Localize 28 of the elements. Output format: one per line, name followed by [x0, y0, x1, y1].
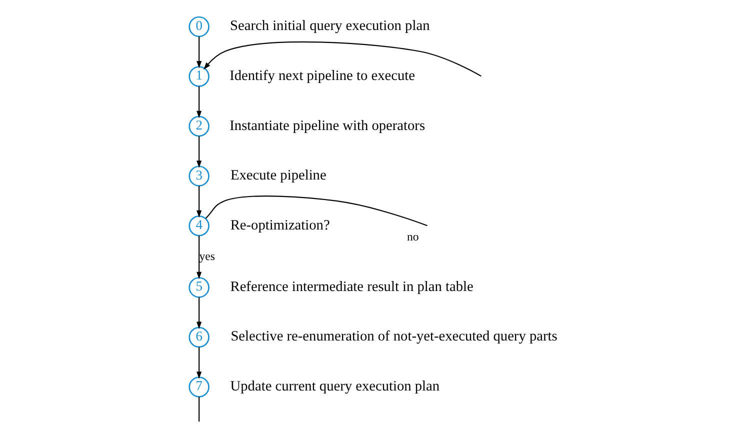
arrow	[196, 297, 202, 330]
arrow	[203, 41, 481, 77]
node-label: Selective re-enumeration of not-yet-executed query parts	[230, 328, 557, 345]
arrow	[196, 236, 202, 280]
arrow	[196, 347, 202, 379]
node-label: Execute pipeline	[230, 168, 326, 184]
node-circle: 6	[188, 326, 209, 348]
arrow	[196, 136, 202, 168]
node-circle: 1	[188, 66, 209, 87]
node-label: Instantiate pipeline with operators	[229, 118, 425, 134]
node-circle: 0	[188, 16, 209, 38]
node-circle: 3	[188, 166, 209, 186]
node-circle: 4	[188, 215, 209, 236]
edge-label: yes	[198, 248, 214, 263]
arrow	[196, 86, 202, 118]
node-label: Identify next pipeline to execute	[229, 68, 414, 84]
node-label: Re-optimization?	[230, 217, 330, 234]
node-label: Reference intermediate result in plan table	[230, 278, 473, 295]
connector	[198, 396, 200, 422]
connector	[204, 196, 427, 226]
arrow	[196, 36, 202, 68]
node-label: Update current query execution plan	[230, 378, 440, 394]
node-circle: 5	[188, 277, 209, 298]
arrow	[196, 186, 202, 218]
node-circle: 7	[188, 376, 209, 398]
edge-label: no	[406, 230, 418, 244]
node-label: Search initial query execution plan	[230, 18, 430, 34]
node-circle: 2	[188, 116, 209, 137]
